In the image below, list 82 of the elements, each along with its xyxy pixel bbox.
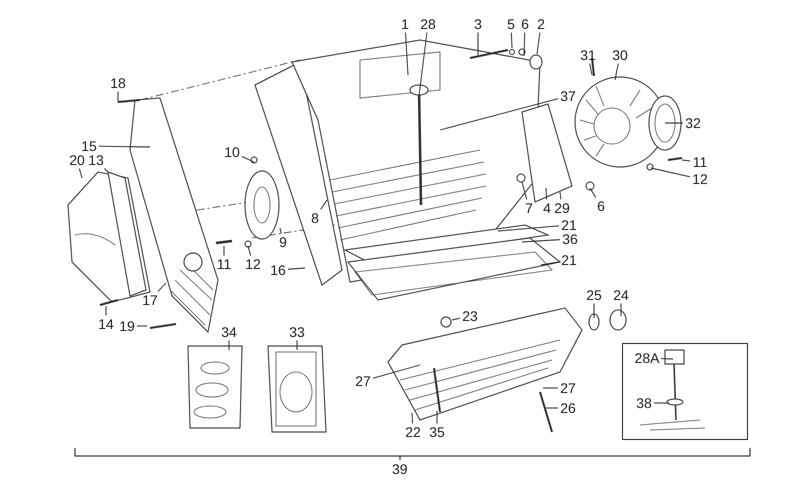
callout-number: 27 <box>559 380 577 396</box>
callout-number: 16 <box>269 262 287 278</box>
callout-number: 15 <box>80 138 98 154</box>
callout-number: 2 <box>536 16 546 32</box>
leader-line <box>242 156 254 162</box>
callout-number: 19 <box>118 318 136 334</box>
leader-line <box>660 358 674 360</box>
leader-line <box>546 188 548 200</box>
callout-number: 11 <box>215 256 233 272</box>
callout-number: 14 <box>97 316 115 332</box>
leader-line <box>650 168 690 178</box>
callout-number: 8 <box>310 210 320 226</box>
callout-number: 7 <box>524 200 534 216</box>
leader-line <box>589 63 592 76</box>
callout-number: 6 <box>596 198 606 214</box>
leader-line <box>288 268 306 270</box>
leader-line <box>98 146 150 148</box>
callout-number: 22 <box>404 424 422 440</box>
leader-line <box>560 192 562 200</box>
leader-line <box>440 98 558 130</box>
callout-number: 38 <box>635 396 653 410</box>
callout-number: 20 <box>68 152 86 168</box>
leader-line <box>540 261 560 266</box>
leader-line <box>510 32 512 48</box>
callout-number: 25 <box>585 288 603 302</box>
callout-number: 35 <box>428 424 446 440</box>
callout-number: 29 <box>553 200 571 216</box>
callout-number: 5 <box>506 16 516 32</box>
callout-number: 23 <box>461 308 479 324</box>
callout-number: 26 <box>559 400 577 416</box>
leader-line <box>536 32 540 54</box>
callout-number: 34 <box>220 324 238 340</box>
leader-line <box>522 182 528 200</box>
leader-line <box>158 282 166 292</box>
leader-line <box>248 246 252 256</box>
callout-number: 11 <box>691 154 709 170</box>
leader-line <box>320 200 328 210</box>
leader-line <box>522 239 560 242</box>
leader-line <box>372 364 420 379</box>
callout-number: 3 <box>473 16 483 32</box>
leader-line <box>412 412 413 424</box>
callout-number: 32 <box>684 116 702 130</box>
leader-line <box>280 228 282 234</box>
callout-number: 24 <box>612 288 630 302</box>
leader-line <box>664 122 684 124</box>
leader-line <box>228 340 230 350</box>
callout-number: 28A <box>634 350 660 366</box>
callout-number: 31 <box>579 48 597 62</box>
leader-line <box>436 410 438 424</box>
callout-number: 1 <box>400 16 410 32</box>
leader-line <box>78 168 82 178</box>
inset-frame <box>622 343 748 440</box>
callout-number: 21 <box>560 252 578 268</box>
leader-line <box>452 318 460 320</box>
leader-line <box>104 168 108 172</box>
callout-number: 10 <box>223 144 241 160</box>
leader-line <box>614 63 619 80</box>
callout-number: 28 <box>419 16 437 32</box>
callout-number: 18 <box>109 76 127 90</box>
callout-number: 17 <box>141 292 159 308</box>
callout-number: 36 <box>561 232 579 246</box>
leader-line <box>654 402 670 404</box>
callout-number: 21 <box>560 218 578 232</box>
leader-line <box>682 160 690 162</box>
callout-number: 12 <box>244 256 262 272</box>
leader-line <box>498 225 560 232</box>
callout-number: 30 <box>611 48 629 62</box>
leader-line <box>405 32 408 76</box>
callout-number: 4 <box>542 200 552 216</box>
callout-number: 12 <box>691 172 709 186</box>
callout-number: 37 <box>559 88 577 104</box>
callout-number: 6 <box>520 16 530 32</box>
leader-line <box>590 188 596 198</box>
callout-number: 33 <box>288 324 306 340</box>
callout-number: 27 <box>354 374 372 388</box>
leader-line <box>296 340 298 350</box>
callout-number: 13 <box>87 152 105 168</box>
leader-line <box>524 32 526 56</box>
leader-line <box>418 32 428 96</box>
dimension-label: 39 <box>392 462 408 477</box>
callout-number: 9 <box>278 234 288 250</box>
leader-line <box>620 303 622 316</box>
